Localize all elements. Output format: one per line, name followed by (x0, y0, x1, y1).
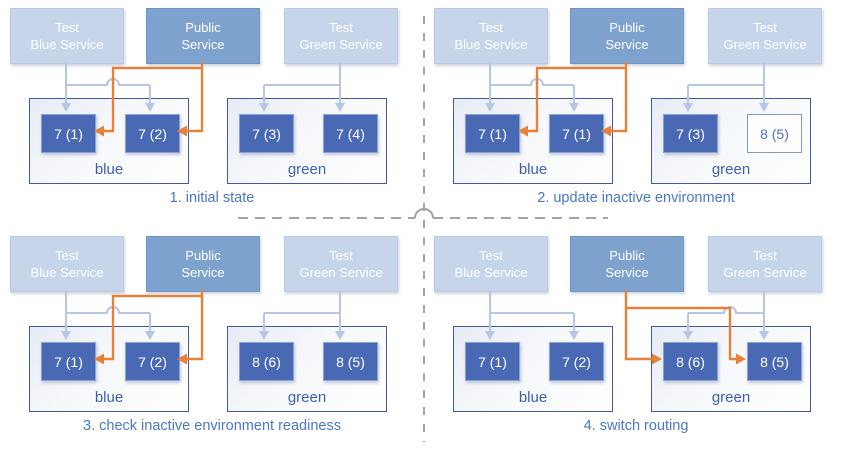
service-label: Test (329, 247, 353, 263)
service-label: Blue Service (30, 37, 104, 52)
service-label: Service (181, 265, 225, 280)
instance-box: 8 (5) (747, 342, 802, 381)
service-label: Test (55, 19, 79, 35)
test-blue-service-box: Test Blue Service (434, 236, 548, 292)
environment-label: blue (94, 161, 124, 178)
service-label: Service (605, 265, 649, 280)
green-environment-box: 7 (3) 8 (5) green (651, 98, 811, 184)
service-label: Test (55, 247, 79, 263)
instance-box: 7 (2) (549, 342, 604, 381)
green-environment-box: 8 (6) 8 (5) green (227, 326, 387, 412)
instance-box: 7 (4) (323, 114, 378, 153)
panel-check-inactive-readiness: Test Blue Service Public Service Test Gr… (0, 228, 424, 456)
service-label: Public (609, 247, 645, 263)
environment-label: blue (518, 389, 548, 406)
blue-environment-box: 7 (1) 7 (2) blue (29, 326, 189, 412)
panel-initial-state: Test Blue Service Public Service Test Gr… (0, 0, 424, 228)
service-label: Service (605, 37, 649, 52)
public-service-box: Public Service (570, 236, 684, 292)
service-label: Green Service (299, 37, 383, 52)
service-label: Test (753, 19, 777, 35)
instance-box: 7 (1) (549, 114, 604, 153)
blue-environment-box: 7 (1) 7 (2) blue (453, 326, 613, 412)
instance-box: 7 (1) (465, 342, 520, 381)
environment-label: green (287, 161, 327, 178)
step-caption: 4. switch routing (583, 418, 689, 434)
panel-update-inactive-environment: Test Blue Service Public Service Test Gr… (424, 0, 848, 228)
service-label: Blue Service (454, 265, 528, 280)
panel-switch-routing: Test Blue Service Public Service Test Gr… (424, 228, 848, 456)
service-label: Public (185, 247, 221, 263)
instance-box: 7 (1) (41, 342, 96, 381)
instance-box: 7 (1) (41, 114, 96, 153)
instance-box: 7 (3) (663, 114, 718, 153)
public-service-box: Public Service (146, 8, 260, 64)
test-blue-service-box: Test Blue Service (10, 236, 124, 292)
step-caption: 3. check inactive environment readiness (83, 418, 341, 434)
test-blue-service-box: Test Blue Service (10, 8, 124, 64)
instance-box: 7 (2) (125, 342, 180, 381)
green-environment-box: 8 (6) 8 (5) green (651, 326, 811, 412)
service-label: Public (185, 19, 221, 35)
service-label: Blue Service (30, 265, 104, 280)
service-label: Test (479, 19, 503, 35)
instance-box: 8 (6) (239, 342, 294, 381)
service-label: Service (181, 37, 225, 52)
environment-label: blue (518, 161, 548, 178)
blue-environment-box: 7 (1) 7 (2) blue (29, 98, 189, 184)
service-label: Green Service (299, 265, 383, 280)
service-label: Blue Service (454, 37, 528, 52)
public-service-box: Public Service (570, 8, 684, 64)
instance-box: 8 (6) (663, 342, 718, 381)
test-blue-service-box: Test Blue Service (434, 8, 548, 64)
service-label: Test (479, 247, 503, 263)
instance-box: 7 (1) (465, 114, 520, 153)
instance-box: 7 (3) (239, 114, 294, 153)
instance-box-new-version: 8 (5) (747, 114, 802, 153)
service-label: Public (609, 19, 645, 35)
divider-crossing-hop (414, 208, 434, 219)
service-label: Green Service (723, 265, 807, 280)
test-green-service-box: Test Green Service (708, 8, 822, 64)
instance-box: 7 (2) (125, 114, 180, 153)
green-environment-box: 7 (3) 7 (4) green (227, 98, 387, 184)
environment-label: green (287, 389, 327, 406)
test-green-service-box: Test Green Service (284, 236, 398, 292)
service-label: Test (753, 247, 777, 263)
test-green-service-box: Test Green Service (284, 8, 398, 64)
step-caption: 2. update inactive environment (537, 190, 735, 206)
test-green-service-box: Test Green Service (708, 236, 822, 292)
public-service-box: Public Service (146, 236, 260, 292)
blue-environment-box: 7 (1) 7 (1) blue (453, 98, 613, 184)
environment-label: green (711, 161, 751, 178)
environment-label: blue (94, 389, 124, 406)
service-label: Test (329, 19, 353, 35)
environment-label: green (711, 389, 751, 406)
instance-box: 8 (5) (323, 342, 378, 381)
service-label: Green Service (723, 37, 807, 52)
step-caption: 1. initial state (169, 190, 255, 206)
